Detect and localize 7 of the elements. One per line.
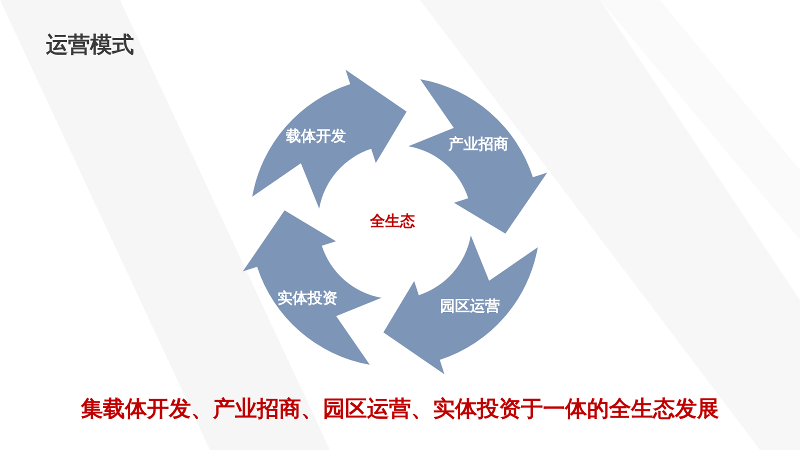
segment-label: 实体投资 <box>278 288 338 308</box>
summary-text: 集载体开发、产业招商、园区运营、实体投资于一体的全生态发展 <box>80 396 720 424</box>
segment-label: 载体开发 <box>286 126 346 146</box>
segment-label: 园区运营 <box>440 297 500 316</box>
center-label: 全生态 <box>370 212 415 231</box>
slide-title: 运营模式 <box>46 32 134 60</box>
segment-label: 产业招商 <box>448 135 508 154</box>
